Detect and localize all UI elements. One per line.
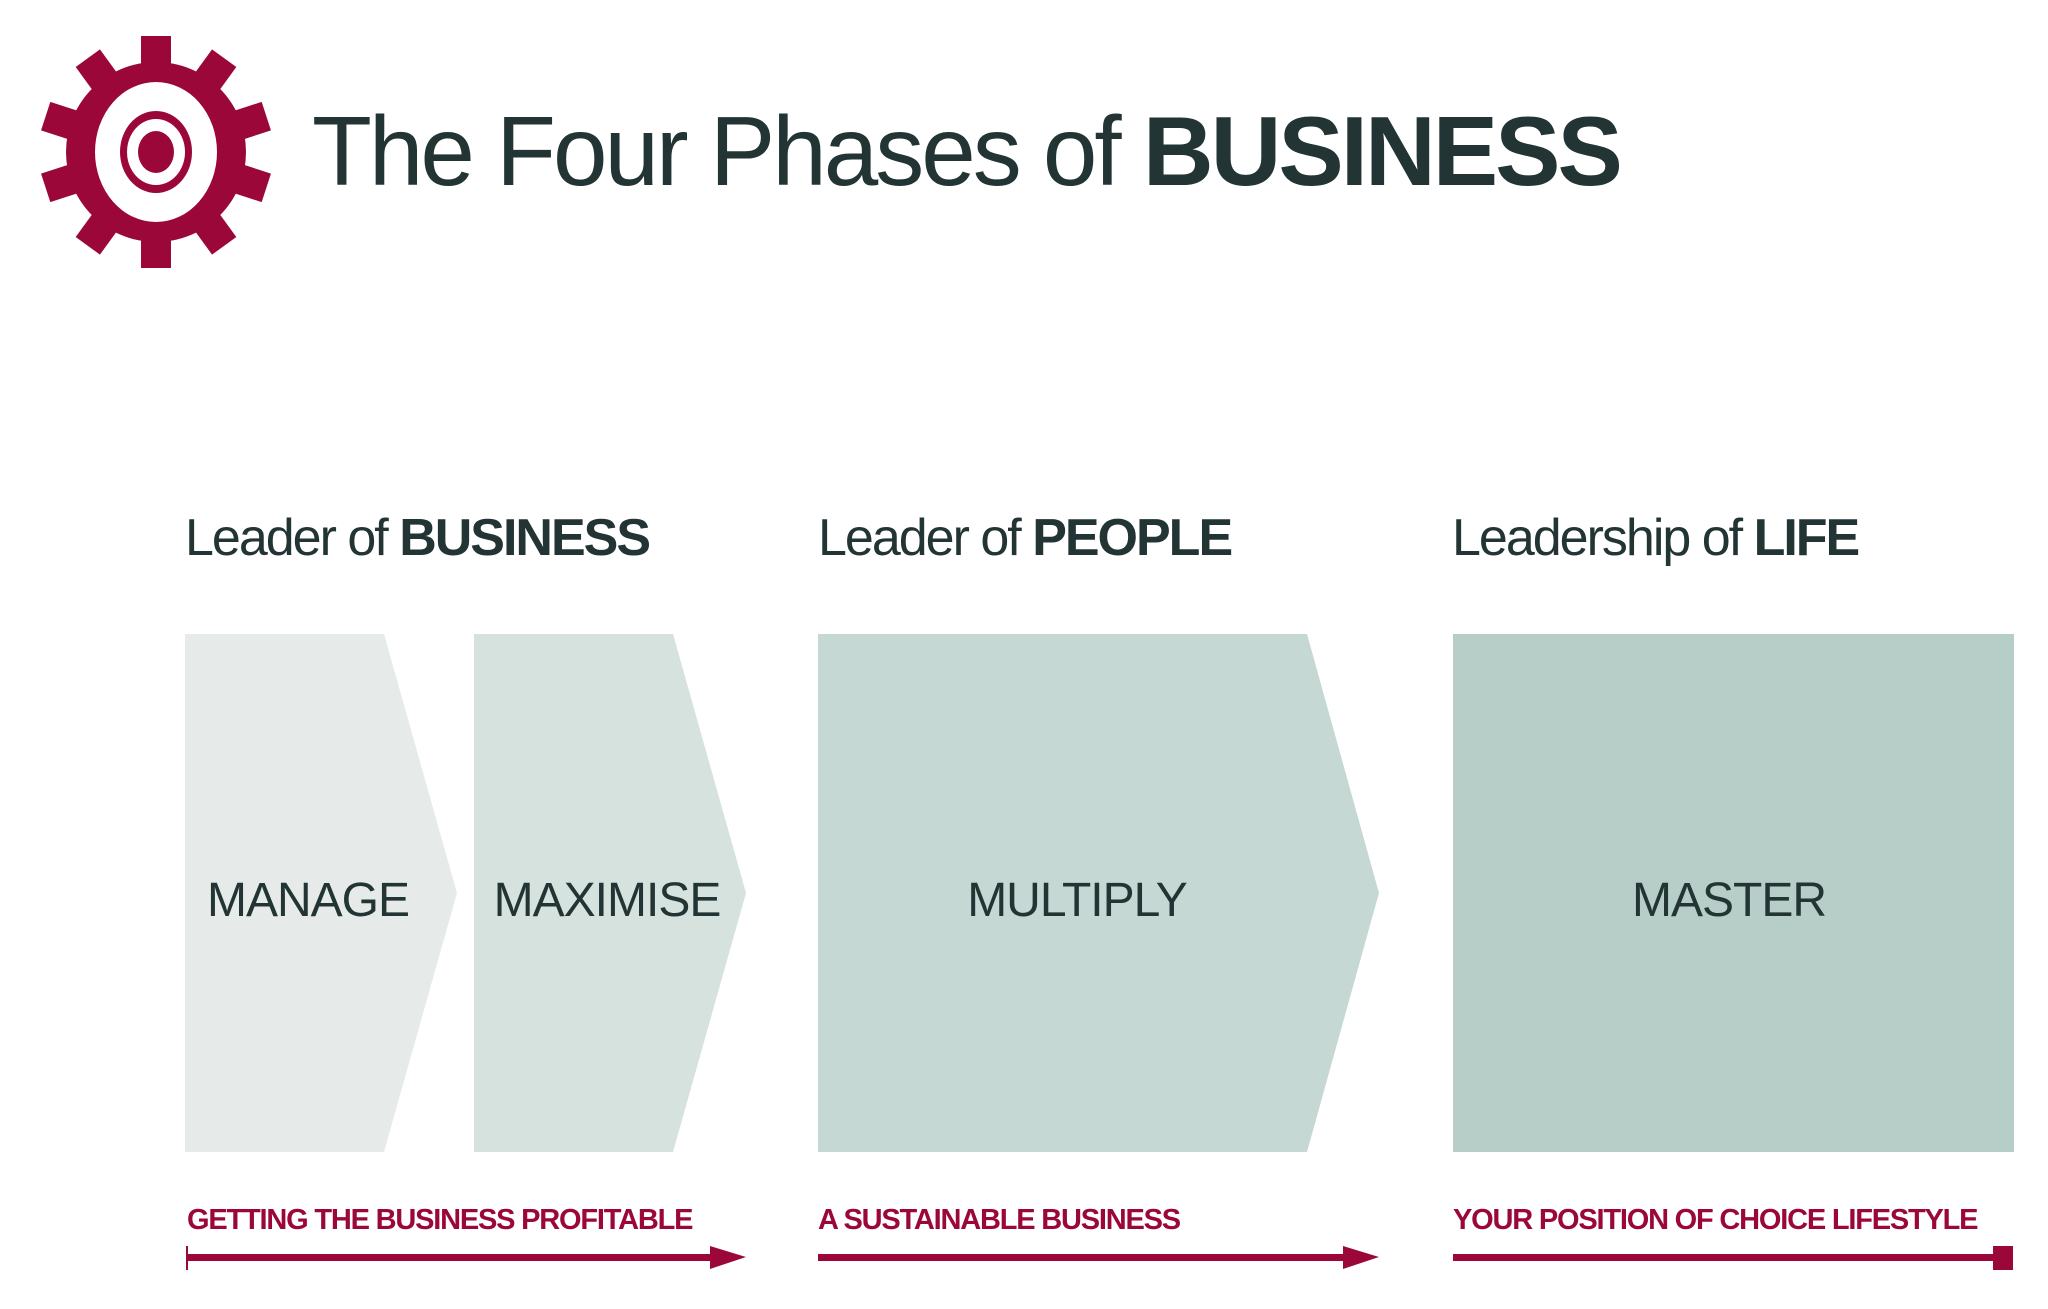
phase-maximise-shape xyxy=(474,634,746,1152)
arrow-business xyxy=(186,1246,746,1270)
section-heading-life: Leadership of LIFE xyxy=(1452,509,1859,567)
phase-master-shape xyxy=(1453,634,2014,1152)
phase-master-label: MASTER xyxy=(1632,874,1826,927)
arrow-people xyxy=(818,1246,1379,1269)
phase-maximise-label: MAXIMISE xyxy=(494,874,721,927)
phase-multiply-shape xyxy=(818,634,1379,1152)
page-title: The Four Phases of BUSINESS xyxy=(312,96,1620,206)
section-heading-business: Leader of BUSINESS xyxy=(185,509,649,567)
gear-target-icon xyxy=(41,36,271,268)
section-heading-people: Leader of PEOPLE xyxy=(818,509,1231,567)
phase-manage-label: MANAGE xyxy=(207,874,409,927)
caption-business: GETTING THE BUSINESS PROFITABLE xyxy=(187,1204,693,1236)
phase-multiply-label: MULTIPLY xyxy=(967,874,1187,927)
caption-people: A SUSTAINABLE BUSINESS xyxy=(818,1204,1181,1236)
caption-life: YOUR POSITION OF CHOICE LIFESTYLE xyxy=(1453,1204,1978,1236)
arrow-life-end xyxy=(1453,1246,2013,1270)
phase-manage-shape xyxy=(185,634,457,1152)
